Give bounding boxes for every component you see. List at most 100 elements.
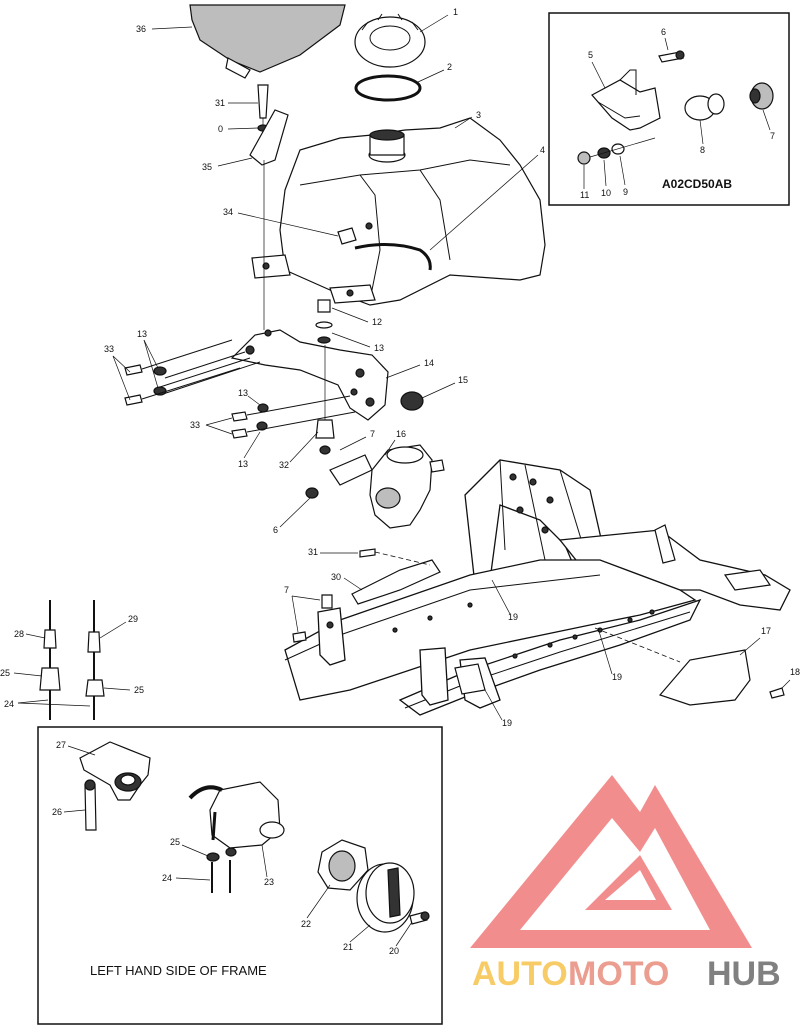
plug-part-15 <box>400 391 424 411</box>
mounting-bracket-part-14 <box>230 329 389 421</box>
callout-29: 29 <box>128 614 138 624</box>
foam-pad-part-36 <box>189 4 346 73</box>
inset-left-hand-side: 27 26 23 25 24 22 21 2 <box>37 726 443 1025</box>
callout-5: 5 <box>588 50 593 60</box>
bolt-part-7-a <box>321 594 333 609</box>
callout-9: 9 <box>623 187 628 197</box>
callout-16: 16 <box>396 429 406 439</box>
bolt-part-31-top <box>257 84 269 119</box>
callout-24: 24 <box>4 699 14 709</box>
fuel-tank-part-3 <box>279 117 546 306</box>
screw-part-6 <box>305 487 319 499</box>
ferrule-part-25-inset-a <box>206 852 220 862</box>
watermark-logo: AUTO MOTO HUB <box>470 775 781 993</box>
callout-14: 14 <box>424 358 434 368</box>
fitting-part-29 <box>87 631 101 653</box>
callout-17: 17 <box>761 626 771 636</box>
callout-25-inset: 25 <box>170 837 180 847</box>
rubber-mount-part-32 <box>315 419 335 439</box>
callout-20: 20 <box>389 946 399 956</box>
callout-10: 10 <box>601 188 611 198</box>
bolt-part-31-frame <box>359 548 376 558</box>
callout-15: 15 <box>458 375 468 385</box>
logo-text-hub: HUB <box>707 955 781 993</box>
callout-6: 6 <box>661 27 666 37</box>
bolt-part-33-a <box>124 364 143 376</box>
bolt-part-33-d <box>231 428 248 439</box>
inset-frame-bottom <box>37 726 443 1025</box>
callout-19-b: 19 <box>612 672 622 682</box>
logo-text-moto: MOTO <box>568 955 669 993</box>
callout-21: 21 <box>343 942 353 952</box>
carb-bracket <box>329 454 373 486</box>
callout-4: 4 <box>540 145 545 155</box>
callout-26: 26 <box>52 807 62 817</box>
callout-23: 23 <box>264 877 274 887</box>
frame-main-rail-upper <box>284 559 697 701</box>
fuel-tank-assembly: 36 1 2 3 4 31 <box>136 4 546 330</box>
callout-31-frame: 31 <box>308 547 318 557</box>
bolt-part-7-b <box>292 631 307 643</box>
callout-24-inset: 24 <box>162 873 172 883</box>
callout-11: 11 <box>580 190 589 200</box>
washer-part-13-a <box>153 366 167 376</box>
bolt-part-26 <box>84 784 97 831</box>
callout-30: 30 <box>331 572 341 582</box>
inset-frame <box>548 12 790 206</box>
callout-3: 3 <box>476 110 481 120</box>
gasket-part-2 <box>354 74 422 102</box>
ferrule-part-25-left <box>39 667 61 691</box>
ferrule-part-25-right <box>85 679 105 697</box>
callout-25-right: 25 <box>134 685 144 695</box>
inset-code-label: A02CD50AB <box>662 177 732 191</box>
callout-25-left: 25 <box>0 668 10 678</box>
inset-bracket-detail: 6 5 8 7 9 10 11 A02CD50AB <box>548 12 790 206</box>
fitting-part-28 <box>43 629 57 649</box>
frame-assembly: 19 19 19 7 31 30 17 18 <box>284 459 800 728</box>
bolt-part-33-b <box>124 394 143 406</box>
callout-33-upper: 33 <box>104 344 114 354</box>
guard-part-17 <box>658 649 751 706</box>
callout-7-frame: 7 <box>284 585 289 595</box>
bolt-part-12 <box>317 299 331 313</box>
callout-8: 8 <box>700 145 705 155</box>
callout-13-upper: 13 <box>137 329 147 339</box>
callout-22: 22 <box>301 919 311 929</box>
washer-part-13-top <box>315 321 333 329</box>
callout-6-carb: 6 <box>273 525 278 535</box>
callout-1: 1 <box>453 7 458 17</box>
frame-front-bracket <box>317 607 346 666</box>
callout-18: 18 <box>790 667 800 677</box>
bracket-part-35 <box>249 109 289 166</box>
washer-part-13-c <box>257 403 269 413</box>
callout-31-top: 31 <box>215 98 225 108</box>
bolt-part-33-c <box>231 411 248 422</box>
frame-lower-bracket <box>419 647 449 706</box>
callout-19-a: 19 <box>508 612 518 622</box>
bracket-part-30 <box>351 559 441 605</box>
inset-caption: LEFT HAND SIDE OF FRAME <box>90 963 267 978</box>
logo-triangle-icon <box>470 775 752 948</box>
callout-13-mid: 13 <box>238 388 248 398</box>
callout-27: 27 <box>56 740 66 750</box>
fuel-cap-part-1 <box>354 16 426 68</box>
mount-and-carburetor-group: 12 13 14 15 33 13 <box>104 299 468 535</box>
callout-19-c: 19 <box>502 718 512 728</box>
callout-2: 2 <box>447 62 452 72</box>
cable-group: 28 29 25 25 24 <box>0 600 144 720</box>
washer-part-13-d <box>256 421 268 431</box>
callout-34: 34 <box>223 207 233 217</box>
logo-text-auto: AUTO <box>472 955 568 993</box>
callout-13-lower: 13 <box>238 459 248 469</box>
callout-28: 28 <box>14 629 24 639</box>
callout-32: 32 <box>279 460 289 470</box>
bolt-part-18 <box>769 687 785 699</box>
callout-12: 12 <box>372 317 382 327</box>
nut-part-11 <box>577 151 591 165</box>
callout-33-lower: 33 <box>190 420 200 430</box>
callout-0: 0 <box>218 124 223 134</box>
bracket-part-5 <box>591 79 661 131</box>
fitting-part-34 <box>337 227 357 245</box>
